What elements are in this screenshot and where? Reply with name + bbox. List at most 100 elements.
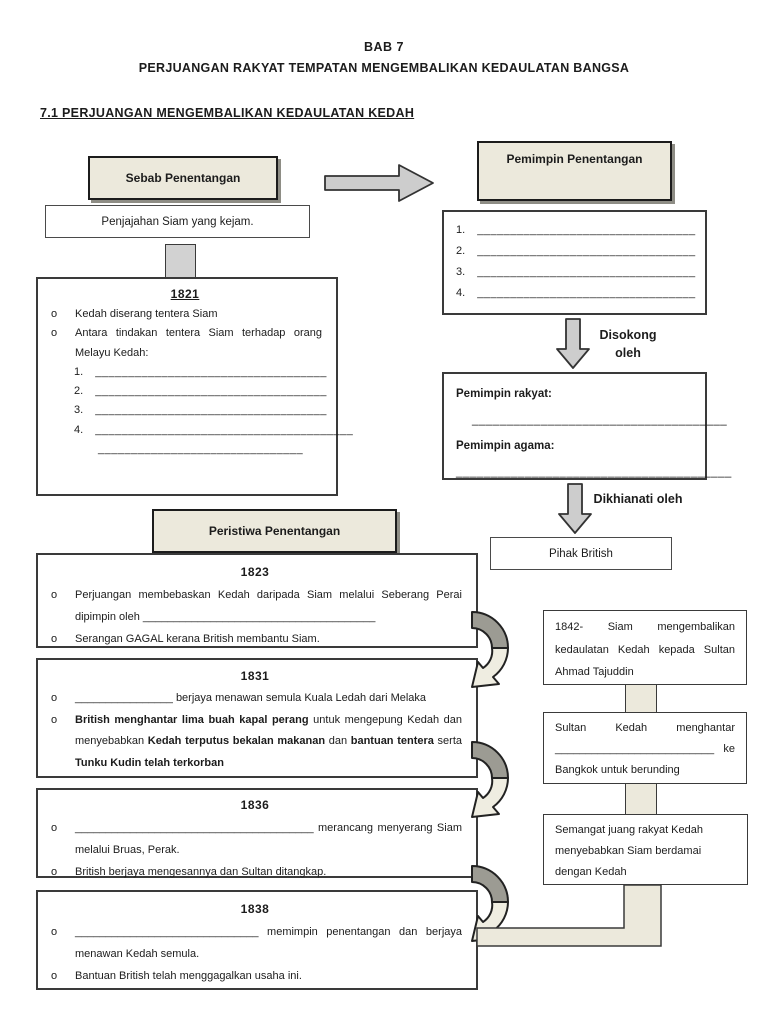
numbered-blank: 2. _________________________________ [456,241,696,262]
year-1821-title: 1821 [170,287,200,301]
l-connector [476,884,662,947]
item-number: 4. [74,423,84,436]
pihak-british-text: Pihak British [549,547,613,560]
fill-in-blank: _________________________________ [477,244,696,257]
pihak-british-box: Pihak British [490,537,672,570]
curved-arrow-icon [471,741,509,818]
fill-in-blank: ___________________________________ [95,404,327,417]
sebab-penentangan-label: Sebab Penentangan [125,171,241,185]
sokongan-box: Pemimpin rakyat: _______________________… [442,372,731,480]
connector-vertical [625,684,657,713]
bullet-marker: o [51,327,58,340]
pemimpin-penentangan-label: Pemimpin Penentangan [506,152,643,166]
bullet-text: Antara tindakan tentera Siam terhadap or… [75,327,322,359]
bullet-marker: o [51,970,58,982]
year-1823-title: 1823 [240,565,270,579]
fill-in-blank: ___________________________________ [95,365,327,378]
pemimpin-penentangan-header: Pemimpin Penentangan [477,141,672,201]
bullet-text: Bantuan British telah menggagalkan usaha… [75,970,302,982]
outcome-1842-text: 1842- Siam mengembalikan kedaulatan Keda… [555,621,735,679]
numbered-blank: 4. _________________________________ [456,283,696,304]
numbered-blank: 3. _________________________________ [456,262,696,283]
curved-arrow-icon [471,611,509,688]
bullet-text: ______________________________ memimpin … [75,926,462,960]
connector-gray-square [165,244,196,279]
bullet-marker: o [51,692,58,705]
numbered-blank: 2. ___________________________________ [48,382,326,401]
bullet-item: o Kedah diserang tentera Siam [48,305,322,324]
fill-in-blank: _________________________________ [477,224,696,236]
year-1831-title: 1831 [240,669,270,683]
outcome-semangat-box: Semangat juang rakyat Kedah menyebabkan … [543,814,748,885]
cause-box: Penjajahan Siam yang kejam. [45,205,310,238]
peristiwa-penentangan-header: Peristiwa Penentangan [152,509,397,553]
item-number: 3. [456,265,466,278]
fill-in-blank: _________________________________ [477,265,696,278]
outcome-sultan-text: Sultan Kedah menghantar ________________… [555,722,735,776]
item-number: 3. [74,404,84,417]
bullet-item: o Serangan GAGAL kerana British membantu… [48,628,462,650]
numbered-blank: 1. ___________________________________ [48,363,326,382]
year-1838-box: 1838 o ______________________________ me… [36,890,478,990]
page-title: PERJUANGAN RAKYAT TEMPATAN MENGEMBALIKAN… [138,61,630,75]
bullet-text: Kedah diserang tentera Siam [75,308,218,320]
item-number: 1. [456,224,466,236]
year-1821-box: 1821 o Kedah diserang tentera Siam o Ant… [36,277,353,496]
sebab-penentangan-header: Sebab Penentangan [88,156,278,200]
connector-vertical [625,783,657,815]
bullet-item: o Bantuan British telah menggagalkan usa… [48,965,462,987]
bullet-item: o ______________________________________… [48,817,462,861]
bullet-item: o British berjaya mengesannya dan Sultan… [48,861,462,883]
pemimpin-agama-label: Pemimpin agama: [456,439,555,452]
bullet-marker: o [51,589,58,601]
numbered-blank: 3. ___________________________________ [48,401,326,420]
bullet-marker: o [51,713,58,726]
numbered-blank-wrap: _______________________________ [48,440,322,459]
bullet-item: o ________________ berjaya menawan semul… [48,688,462,709]
arrow-right-icon [324,164,434,202]
bullet-item: o Perjuangan membebaskan Kedah daripada … [48,584,462,628]
fill-in-blank: _____________________________________ [472,413,728,426]
year-1836-box: 1836 o _________________________________… [36,788,478,878]
year-1823-box: 1823 o Perjuangan membebaskan Kedah dari… [36,553,478,648]
pemimpin-list-box: 1. _________________________________ 2. … [442,210,707,315]
arrow-down-icon [558,483,592,534]
year-1831-box: 1831 o ________________ berjaya menawan … [36,658,478,778]
bullet-text: Perjuangan membebaskan Kedah daripada Si… [75,589,462,623]
bullet-marker: o [51,822,58,834]
bullet-text: British berjaya mengesannya dan Sultan d… [75,866,327,878]
fill-in-blank: _______________________________ [98,442,304,455]
disokong-oleh-label: Disokong oleh [599,328,657,361]
bullet-marker: o [51,308,58,320]
fill-in-blank: ________________________________________ [456,465,732,478]
pemimpin-rakyat-label: Pemimpin rakyat: [456,388,552,400]
bullet-text: ________________ berjaya menawan semula … [75,692,427,705]
fill-in-blank: _______________________________________ [95,423,354,436]
outcome-semangat-text: Semangat juang rakyat Kedah menyebabkan … [555,824,703,878]
chapter-title: BAB 7 [363,40,404,54]
bullet-item: o British menghantar lima buah kapal per… [48,710,462,774]
bullet-marker: o [51,866,58,878]
bullet-text: Serangan GAGAL kerana British membantu S… [75,633,320,645]
section-heading: 7.1 PERJUANGAN MENGEMBALIKAN KEDAULATAN … [40,106,415,120]
year-1838-title: 1838 [240,902,270,916]
bullet-text: _______________________________________ … [75,822,462,856]
arrow-down-icon [556,318,590,369]
fill-in-blank: _________________________________ [477,286,696,299]
bullet-text: British menghantar lima buah kapal peran… [75,713,462,769]
dikhianati-oleh-label: Dikhianati oleh [593,492,683,506]
cause-text: Penjajahan Siam yang kejam. [101,215,254,228]
item-number: 1. [74,365,84,378]
bullet-item: o ______________________________ memimpi… [48,921,462,965]
year-1836-title: 1836 [240,798,270,812]
numbered-blank: 1. _________________________________ [456,220,696,241]
outcome-1842-box: 1842- Siam mengembalikan kedaulatan Keda… [543,610,747,685]
numbered-blank: 4. _____________________________________… [48,421,353,440]
item-number: 2. [456,244,466,257]
peristiwa-penentangan-label: Peristiwa Penentangan [208,524,341,538]
bullet-marker: o [51,926,58,938]
fill-in-blank: ___________________________________ [95,385,327,397]
item-number: 2. [74,385,84,397]
bullet-marker: o [51,633,58,645]
